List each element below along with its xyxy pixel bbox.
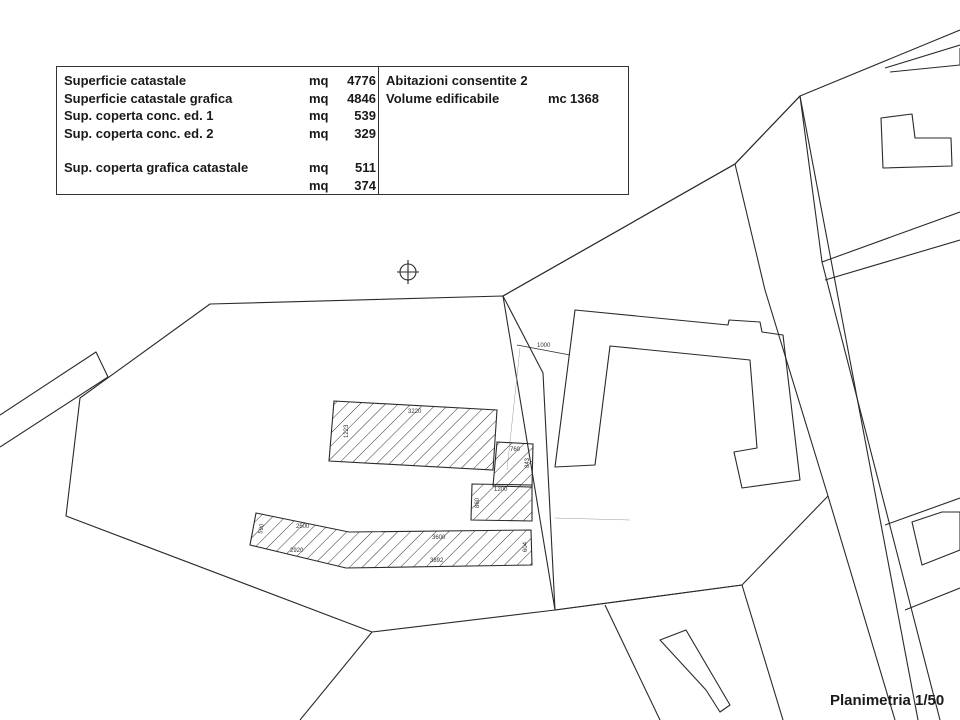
dim-line-1000 xyxy=(516,344,571,356)
bottom-line-c xyxy=(604,604,661,720)
dim-3600: 3600 xyxy=(432,535,446,541)
small-building-top-right xyxy=(880,113,953,169)
upper-boundary-3 xyxy=(889,48,960,73)
row-unit: mq xyxy=(309,125,329,141)
table-row: Sup. coperta conc. ed. 1 mq 539 xyxy=(64,107,376,125)
row-value: 329 xyxy=(354,125,376,141)
data-table: Superficie catastale mq 4776 Superficie … xyxy=(56,66,629,195)
dim-590: 590 xyxy=(258,523,266,535)
row-unit: mq xyxy=(309,73,329,88)
left-road xyxy=(0,351,109,448)
lower-right-line-3 xyxy=(904,587,960,611)
table-row: Abitazioni consentite 2 xyxy=(386,72,626,90)
row-unit: mc xyxy=(548,90,567,106)
table-row: mq 374 xyxy=(64,177,376,195)
row-label: Superficie catastale grafica xyxy=(64,90,233,106)
dim-2500: 2500 xyxy=(296,524,310,530)
dim-1200: 1200 xyxy=(494,487,508,493)
right-parcel xyxy=(502,163,829,611)
row-value: 4776 xyxy=(347,73,376,88)
table-left-column: Superficie catastale mq 4776 Superficie … xyxy=(64,72,376,195)
table-right-column: Abitazioni consentite 2 Volume edificabi… xyxy=(386,72,626,107)
row-value: 1368 xyxy=(570,90,599,106)
row-value: 4846 xyxy=(347,90,376,106)
dim-760: 760 xyxy=(510,447,521,453)
bottom-line-a xyxy=(299,631,373,720)
table-divider xyxy=(378,67,380,194)
dim-1000: 1000 xyxy=(537,343,551,349)
table-row: Volume edificabile mc 1368 xyxy=(386,90,626,108)
proposed-building-1 xyxy=(328,400,498,471)
row-label: Sup. coperta grafica catastale xyxy=(64,160,249,176)
table-row: Superficie catastale mq 4776 xyxy=(64,72,376,90)
row-unit: mq xyxy=(309,160,329,176)
dim-604: 604 xyxy=(523,541,529,552)
dim-860: 860 xyxy=(475,497,481,508)
scale-label: Planimetria 1/50 xyxy=(830,692,945,709)
row-value: 539 xyxy=(354,108,376,124)
table-row: Sup. coperta grafica catastale mq 511 xyxy=(64,159,376,177)
small-building-bottom xyxy=(659,629,731,713)
row-unit: mq xyxy=(309,90,329,106)
dim-2920: 2920 xyxy=(290,548,304,554)
row-unit: mq xyxy=(309,108,329,124)
vertical-road-west xyxy=(799,95,919,720)
upper-boundary-2 xyxy=(884,44,960,69)
table-row: Sup. coperta conc. ed. 2 mq 329 xyxy=(64,125,376,143)
right-line-b xyxy=(824,239,960,281)
existing-building xyxy=(554,309,801,489)
lower-right-line-2 xyxy=(884,497,960,526)
dim-843: 843 xyxy=(525,457,531,468)
small-building-lower-right xyxy=(911,511,960,566)
north-marker-icon xyxy=(397,260,419,284)
proposed-building-1-wing xyxy=(470,483,533,522)
dim-1223: 1223 xyxy=(344,424,350,438)
dim-3220: 3220 xyxy=(408,409,422,415)
row-label: Superficie catastale xyxy=(64,73,187,88)
bottom-line-b xyxy=(554,584,784,720)
row-label: Abitazioni consentite 2 xyxy=(386,73,528,88)
row-value: 511 xyxy=(355,160,376,176)
row-label: Volume edificabile xyxy=(386,90,500,106)
row-label: Sup. coperta conc. ed. 2 xyxy=(64,125,214,141)
lower-right-line xyxy=(827,495,896,720)
table-row: Superficie catastale grafica mq 4846 xyxy=(64,90,376,108)
dim-leader-2 xyxy=(554,517,631,521)
vertical-road-east xyxy=(821,261,941,720)
row-value: 374 xyxy=(354,177,376,193)
row-label: Sup. coperta conc. ed. 1 xyxy=(64,108,214,124)
proposed-building-2 xyxy=(249,512,533,569)
dim-3892: 3892 xyxy=(430,558,444,564)
right-line-a xyxy=(734,95,960,263)
row-unit: mq xyxy=(309,177,329,193)
